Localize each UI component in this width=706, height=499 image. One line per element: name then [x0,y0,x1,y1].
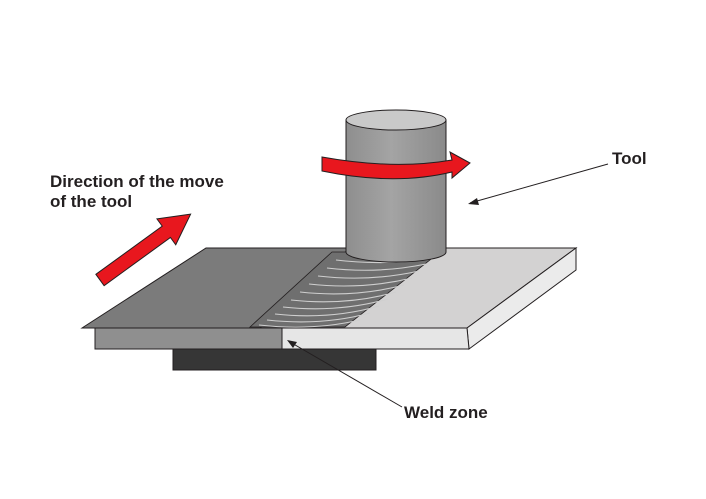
direction-label: Direction of the move of the tool [50,172,224,212]
tool-leader-line [469,163,609,204]
backing-bar [172,348,377,371]
weld-leader-arrowhead [287,340,297,348]
direction-arrow-icon [95,213,192,287]
direction-label-line1: Direction of the move [50,172,224,191]
weld-zone-label: Weld zone [404,403,488,422]
weld-zone-ripples [248,251,442,328]
weld-leader-line [289,341,403,408]
left-plate-front [94,327,283,350]
tool-cylinder [345,109,447,263]
tool-leader-arrowhead [468,198,479,205]
rotation-arrow-icon [321,151,471,180]
direction-label-line2: of the tool [50,192,133,211]
right-plate-front [281,327,470,350]
tool-label: Tool [612,149,647,168]
